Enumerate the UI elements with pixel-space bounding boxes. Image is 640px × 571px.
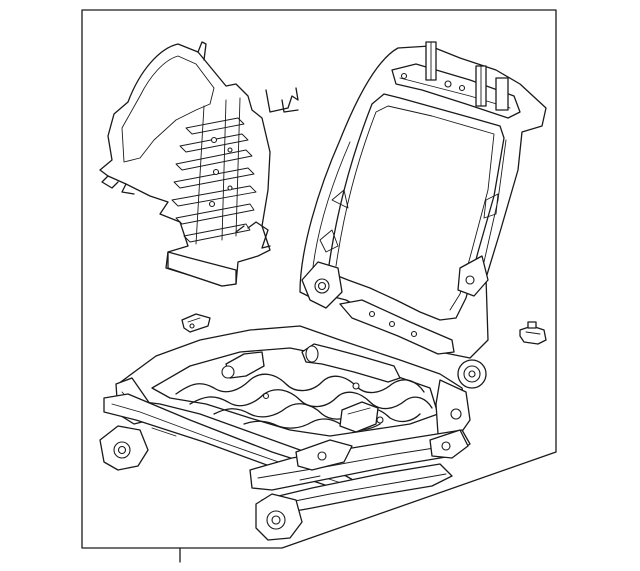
seat-frame-assembly-icon	[99, 41, 547, 541]
seatback-pad-panel-icon	[99, 41, 299, 287]
seatback-frame	[299, 41, 547, 389]
lumbar-slats	[171, 117, 257, 243]
bracket-fastener-icon	[519, 321, 547, 345]
clip-fastener-icon	[181, 313, 211, 333]
diagram-frame	[81, 9, 557, 549]
seat-rails	[99, 393, 471, 541]
